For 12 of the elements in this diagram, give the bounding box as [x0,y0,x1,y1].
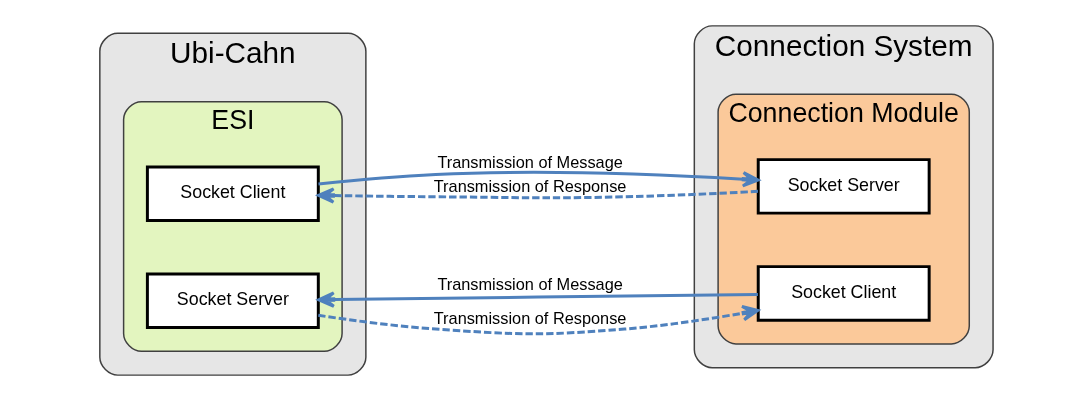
arrow [317,305,759,336]
node-box: Socket Client [756,265,931,322]
edge-label: Transmission of Response [433,309,626,328]
edge-label: Transmission of Message [436,153,623,172]
edge-label: Transmission of Message [436,275,623,294]
node-box: Socket Client [145,165,320,223]
arrow [316,187,758,204]
arrow [316,291,758,308]
edge-label: Transmission of Response [433,177,626,196]
node-box: Socket Server [145,272,320,330]
arrow [317,170,760,188]
node-box: Socket Server [756,158,931,215]
